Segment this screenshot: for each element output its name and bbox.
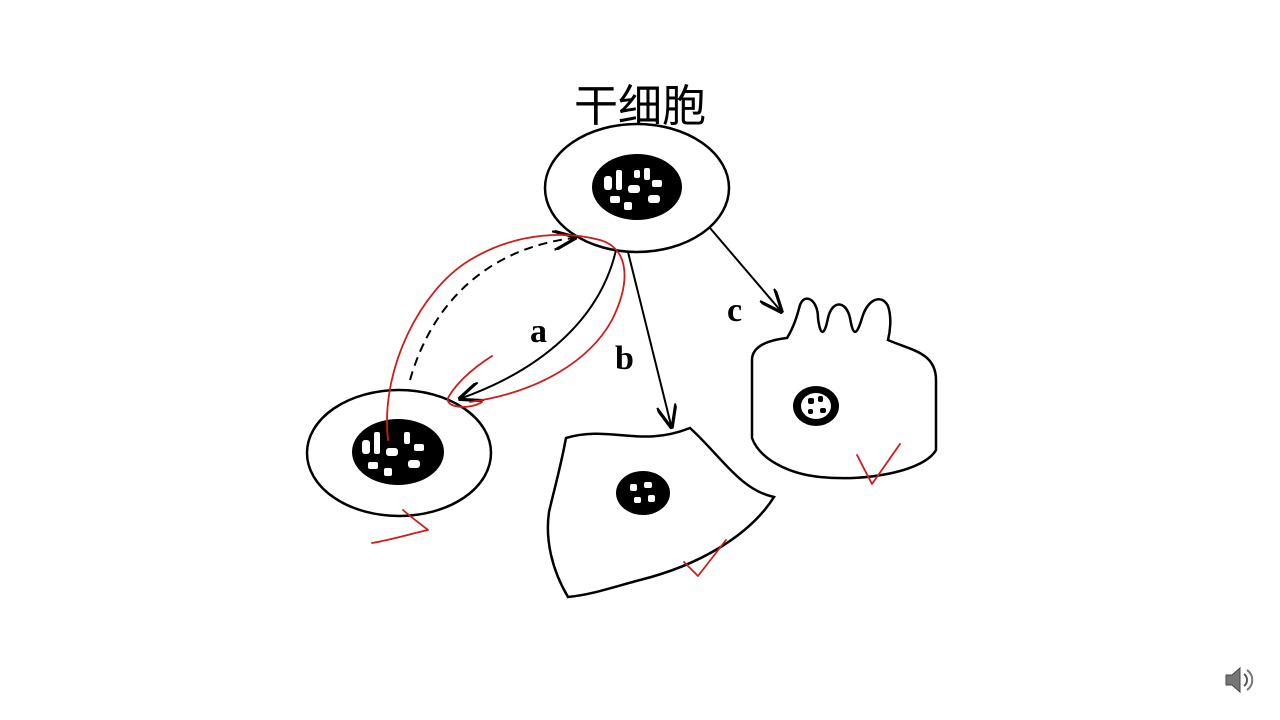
differentiated-cell-b <box>546 426 777 599</box>
red-check-cell-c <box>856 443 901 485</box>
speaker-icon[interactable] <box>1222 662 1258 698</box>
red-annotation-loop <box>386 234 626 441</box>
label-b: b <box>615 340 634 377</box>
label-a: a <box>530 313 547 350</box>
arrow-c <box>709 227 780 310</box>
red-check-daughter <box>371 509 429 544</box>
arrow-b <box>627 251 671 425</box>
stem-cell <box>543 122 731 254</box>
differentiated-cell-c <box>750 297 938 480</box>
red-check-cell-b <box>683 539 727 577</box>
arrow-a <box>462 249 617 398</box>
cell-b-nucleus <box>616 471 670 515</box>
label-c: c <box>727 292 743 329</box>
daughter-stem-cell <box>305 388 493 518</box>
red-annotation-hook <box>447 355 493 408</box>
arrow-self-renewal-dashed <box>409 238 573 381</box>
